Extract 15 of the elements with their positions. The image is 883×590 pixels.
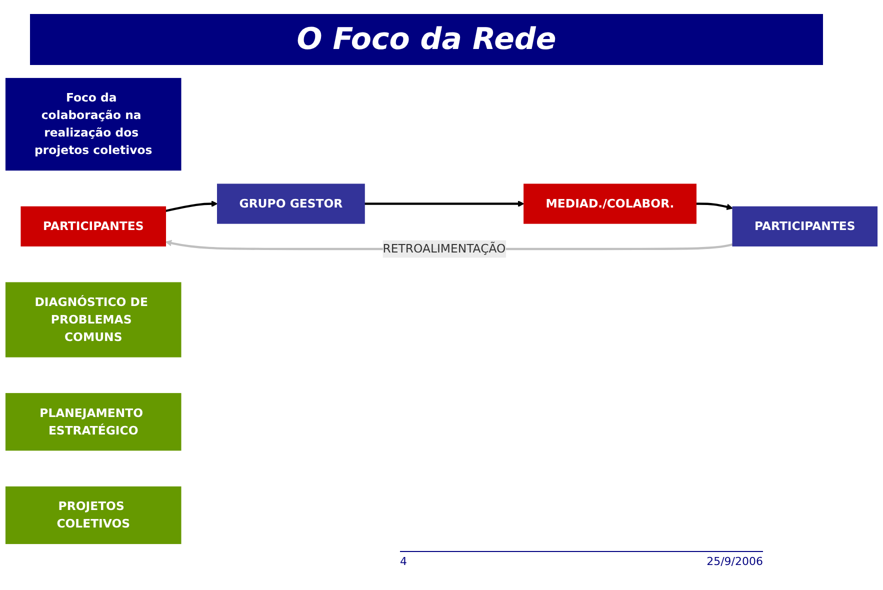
title-banner: O Foco da Rede <box>30 14 823 65</box>
node-box: PROJETOS COLETIVOS <box>5 486 182 544</box>
node-box: DIAGNÓSTICO DE PROBLEMAS COMUNS <box>5 282 182 358</box>
arrow <box>165 200 218 212</box>
arrow <box>364 200 524 207</box>
arrow <box>696 202 733 210</box>
node-box: PLANEJAMENTO ESTRATÉGICO <box>5 393 182 451</box>
node-box: MEDIAD./COLABOR. <box>524 184 696 224</box>
node-box: PARTICIPANTES <box>732 206 878 246</box>
node-box: GRUPO GESTOR <box>217 184 365 224</box>
date-text: 25/9/2006 <box>706 555 763 568</box>
page-number: 4 <box>400 555 407 568</box>
node-box: PARTICIPANTES <box>20 206 166 246</box>
node-box: Foco da colaboração na realização dos projetos coletivos <box>5 78 182 171</box>
edge-label: RETROALIMENTAÇÃO <box>382 242 506 256</box>
